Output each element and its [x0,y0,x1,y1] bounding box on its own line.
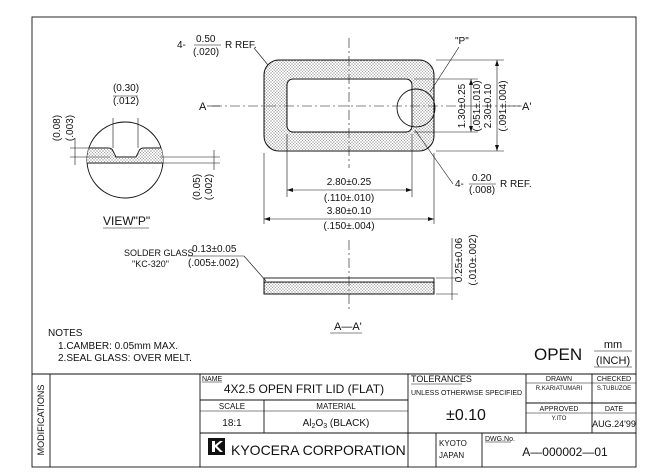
section-mark-a-prime: A' [522,101,531,113]
scale-value: 18:1 [222,418,242,429]
svg-text:Y.ITO: Y.ITO [552,416,567,422]
outer-height-dimension: 2.30±0.10 (.091±.004) [436,59,509,152]
note-item: 2.SEAL GLASS: OVER MELT. [58,353,192,364]
svg-text:R REF.: R REF. [225,40,257,51]
solder-glass-callout: SOLDER GLASS "KC-320" 0.13±0.05 (.005±.0… [124,244,267,282]
kyocera-logo-icon [208,438,225,455]
inner-width-dimension: 2.80±0.25 (.110±.010) [286,134,413,204]
svg-text:(0.08): (0.08) [52,115,63,141]
dwg-label: DWG.No. [485,436,515,443]
svg-text:(.003): (.003) [65,115,76,141]
svg-text:(.002): (.002) [204,174,215,200]
company-country: JAPAN [439,451,464,460]
detail-p-circle [396,88,436,128]
svg-text:"KC-320": "KC-320" [132,259,169,269]
plan-view [212,38,522,168]
svg-text:0.13±0.05: 0.13±0.05 [192,244,237,255]
name-label: NAME [202,376,223,383]
svg-text:APPROVED: APPROVED [540,406,579,413]
svg-text:4-: 4- [455,179,464,190]
svg-text:S.TUBUZOE: S.TUBUZOE [597,386,631,392]
detail-top-dimension: (0.30) (.012) [112,83,139,148]
part-name: 4X2.5 OPEN FRIT LID (FLAT) [224,382,384,396]
detail-left-dimension: (0.08) (.003) [52,115,110,165]
detail-view-title: VIEW"P" [103,214,150,228]
svg-text:(.150±.004): (.150±.004) [323,221,374,232]
svg-text:DATE: DATE [605,406,623,413]
section-view [263,240,435,312]
svg-text:SOLDER GLASS: SOLDER GLASS [124,248,194,258]
outer-width-dimension: 3.80±0.10 (.150±.004) [263,153,435,232]
drawing-border [31,16,637,468]
total-thickness-dimension: 0.25±0.06 (.010±.002) [436,234,479,300]
svg-text:(.020): (.020) [193,47,219,58]
svg-text:(.110±.010): (.110±.010) [324,193,374,204]
svg-text:1.30±0.25: 1.30±0.25 [457,83,468,128]
svg-text:2.30±0.10: 2.30±0.10 [483,83,494,128]
svg-text:(.010±.002): (.010±.002) [468,234,479,285]
tolerances-label: TOLERANCES [411,374,472,384]
svg-text:(.012): (.012) [113,96,139,107]
title-block: MODIFICATIONS NAME 4X2.5 OPEN FRIT LID (… [32,373,636,467]
company-name: KYOCERA CORPORATION [231,442,406,458]
detail-right-dimension: (0.05) (.002) [160,150,220,200]
company-city: KYOTO [439,439,467,448]
svg-text:R.KARIATUMARI: R.KARIATUMARI [536,386,583,392]
tolerance-value: ±0.10 [446,407,486,424]
notes: NOTES 1.CAMBER: 0.05mm MAX. 2.SEAL GLASS… [48,328,192,364]
svg-text:DRAWN: DRAWN [546,376,572,383]
unit-secondary: (INCH) [596,355,630,367]
svg-text:(.005±.002): (.005±.002) [188,258,239,269]
svg-text:0.20: 0.20 [472,173,492,184]
svg-text:0.50: 0.50 [196,34,216,45]
detail-view-p [86,121,164,199]
scale-label: SCALE [219,402,245,411]
svg-text:2.80±0.25: 2.80±0.25 [327,177,372,188]
section-label: A—A' [334,321,362,333]
tolerances-note: UNLESS OTHERWISE SPECIFIED [411,390,522,397]
drawing-number: A—000002—01 [522,445,608,459]
svg-text:(0.30): (0.30) [113,83,139,94]
section-mark-a: A [199,101,207,113]
svg-text:CHECKED: CHECKED [597,376,631,383]
open-label: OPEN [534,345,582,364]
outer-radius-callout: 4- 0.50 (.020) R REF. [177,34,269,66]
svg-text:(0.05): (0.05) [192,174,203,200]
modifications-label: MODIFICATIONS [36,385,46,456]
svg-text:(.091±.004): (.091±.004) [498,80,509,131]
svg-text:0.25±0.06: 0.25±0.06 [454,237,465,282]
svg-text:AUG.24'99: AUG.24'99 [592,419,636,429]
svg-text:3.80±0.10: 3.80±0.10 [327,206,372,217]
note-item: 1.CAMBER: 0.05mm MAX. [58,341,178,352]
detail-callout-p: "P" [455,36,469,47]
svg-text:4-: 4- [177,40,186,51]
svg-text:(.051±.010): (.051±.010) [472,80,483,131]
material-value: Al2O3 (BLACK) [303,418,370,430]
notes-heading: NOTES [48,328,83,339]
unit-primary: mm [604,339,622,351]
svg-text:R REF.: R REF. [500,179,532,190]
inner-height-dimension: 1.30±0.25 (.051±.010) [414,78,483,133]
svg-text:(.008): (.008) [469,185,495,196]
material-label: MATERIAL [316,402,356,411]
